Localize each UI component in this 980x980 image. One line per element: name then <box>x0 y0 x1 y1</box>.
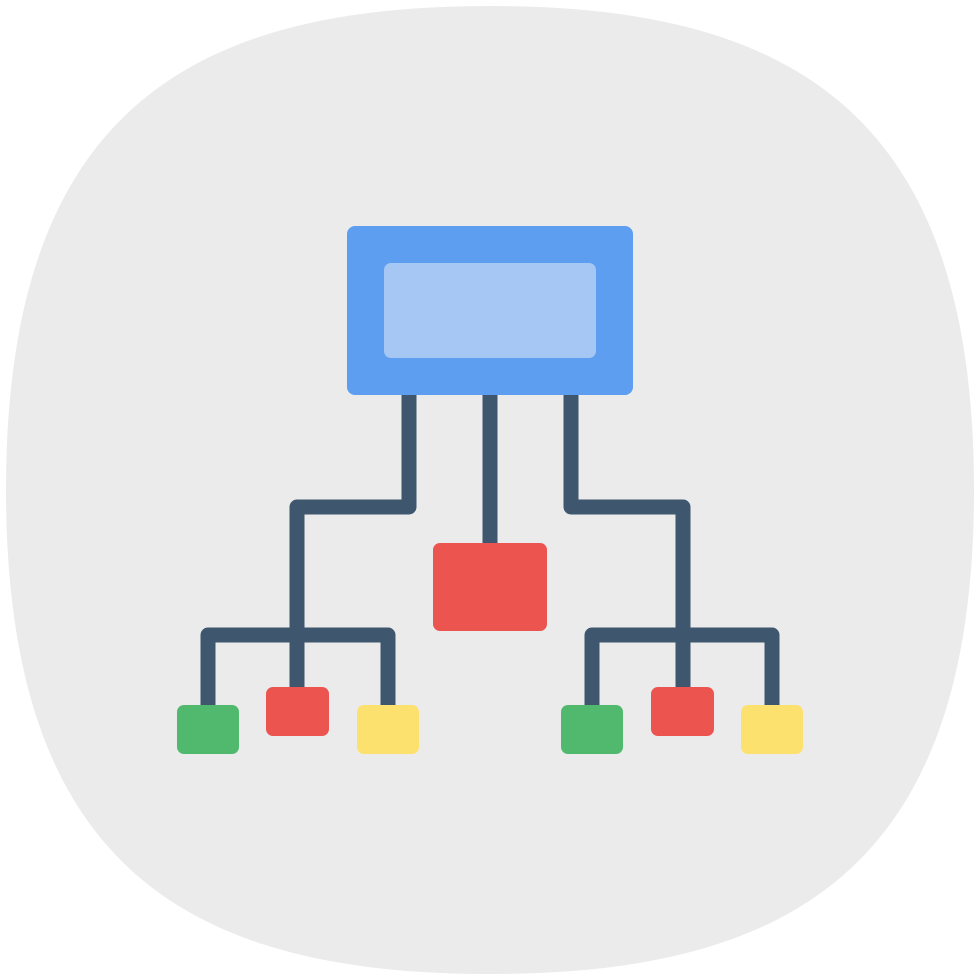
leaf-node-red-left <box>266 687 329 736</box>
connector-left-branch <box>289 387 417 698</box>
connector-right-bar <box>584 627 780 716</box>
root-node-screen <box>384 263 596 358</box>
leaf-node-yellow-right <box>741 705 803 754</box>
leaf-node-green-right <box>561 705 623 754</box>
center-node <box>433 543 547 631</box>
connector-left-bar <box>200 627 396 716</box>
connector-right-branch <box>563 387 691 698</box>
leaf-node-yellow-left <box>357 705 419 754</box>
connector-lines <box>200 387 780 716</box>
leaf-node-green-left <box>177 705 239 754</box>
leaf-node-red-right <box>651 687 714 736</box>
